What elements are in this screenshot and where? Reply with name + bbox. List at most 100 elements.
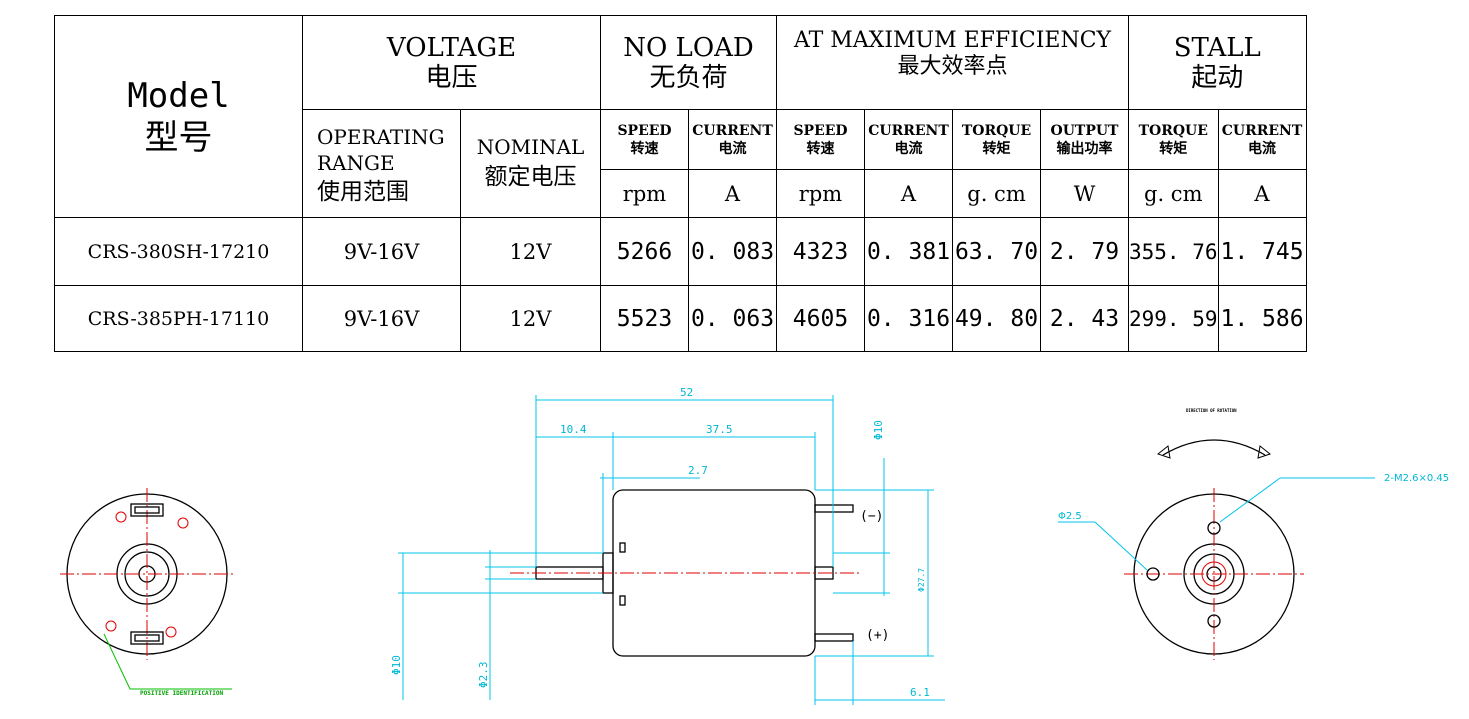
dim-52-label: 52	[680, 386, 693, 399]
unit-me-current: A	[864, 169, 953, 218]
cell-text: 9V-16V	[343, 239, 420, 264]
cell-text: CRS-385PH-17110	[87, 307, 270, 330]
header-st-current: CURRENT 电流	[1217, 109, 1307, 170]
dim-phi10-left-label: Φ10	[390, 655, 403, 675]
rotation-arrow-left	[1156, 445, 1171, 459]
header-me-torque-en: TORQUE	[961, 122, 1032, 139]
cell-text: 0. 316	[866, 305, 951, 332]
row-st-torque: 355. 76	[1128, 217, 1219, 286]
header-stall-cn: 起动	[1191, 62, 1244, 93]
header-operating-en2: RANGE	[317, 150, 395, 175]
header-me-torque-cn: 转矩	[982, 140, 1011, 157]
cell-text: 2. 43	[1049, 305, 1120, 332]
header-me-output: OUTPUT 输出功率	[1040, 109, 1129, 170]
body-slot-bottom	[619, 595, 626, 606]
unit-text: A	[900, 181, 917, 206]
cell-text: 63. 70	[954, 238, 1039, 265]
header-noload-cn: 无负荷	[649, 62, 728, 93]
unit-st-current: A	[1217, 169, 1307, 218]
cell-text: 355. 76	[1129, 239, 1218, 264]
rear-hole-2	[177, 517, 189, 529]
cell-text: 1. 586	[1220, 305, 1304, 332]
rear-hole-4	[165, 626, 177, 638]
row-st-current: 1. 745	[1217, 217, 1307, 286]
output-shaft	[535, 566, 604, 580]
unit-text: rpm	[622, 181, 667, 206]
header-me-speed: SPEED 转速	[776, 109, 865, 170]
terminal-plus-label: (+)	[866, 628, 889, 643]
header-model-en: Model	[127, 75, 230, 116]
header-operating-range: OPERATING RANGE 使用范围	[302, 109, 461, 218]
header-nominal-en: NOMINAL	[476, 134, 585, 159]
mount-hole-top	[1207, 521, 1221, 535]
header-me-current: CURRENT 电流	[864, 109, 953, 170]
thread-leader	[1219, 477, 1281, 523]
dim-phi10-top-label: Φ10	[872, 420, 885, 440]
header-nl-speed-cn: 转速	[630, 140, 659, 157]
header-nl-current-cn: 电流	[718, 140, 747, 157]
unit-text: rpm	[798, 181, 843, 206]
row-nl-current: 0. 063	[688, 285, 777, 352]
header-nominal: NOMINAL 额定电压	[460, 109, 601, 218]
rear-view: POSITIVE IDENTIFICATION	[60, 488, 236, 697]
header-st-torque-en: TORQUE	[1138, 122, 1208, 139]
header-st-torque: TORQUE 转矩	[1128, 109, 1219, 170]
unit-text: A	[724, 181, 741, 206]
row-me-speed: 4605	[776, 285, 865, 352]
header-st-torque-cn: 转矩	[1159, 140, 1188, 157]
spec-table: Model 型号 VOLTAGE 电压 NO LOAD 无负荷 AT MAXIM…	[54, 15, 1307, 352]
table-row: CRS-385PH-17110 9V-16V 12V 5523 0. 063 4…	[54, 285, 1307, 352]
rear-terminal-top-slot	[134, 506, 160, 514]
row-nominal: 12V	[460, 285, 601, 352]
header-nl-speed: SPEED 转速	[600, 109, 689, 170]
unit-nl-speed: rpm	[600, 169, 689, 218]
dim-phi27-7-label: Φ27.7	[917, 568, 926, 592]
front-view: DIRECTION OF ROTATION 2-M2.6×0.45 Φ2.5	[1058, 408, 1449, 660]
header-st-current-en: CURRENT	[1221, 122, 1303, 139]
cell-text: 4323	[792, 238, 849, 265]
rear-bearing-inner	[124, 551, 170, 597]
locating-hole	[1146, 567, 1160, 581]
dim-10-4-label: 10.4	[560, 423, 587, 436]
header-me-speed-cn: 转速	[806, 140, 835, 157]
row-nl-speed: 5266	[600, 217, 689, 286]
thread-spec-label: 2-M2.6×0.45	[1384, 473, 1449, 484]
cell-text: 0. 063	[690, 305, 775, 332]
header-st-current-cn: 电流	[1248, 140, 1277, 157]
header-me-output-en: OUTPUT	[1050, 122, 1119, 139]
header-nominal-cn: 额定电压	[484, 163, 577, 190]
positive-leader-line	[103, 633, 232, 690]
cell-text: 12V	[509, 239, 552, 264]
rear-terminal-bottom	[130, 631, 164, 645]
header-maxeff-cn: 最大效率点	[897, 54, 1008, 79]
positive-identification-label: POSITIVE IDENTIFICATION	[140, 690, 223, 697]
rear-terminal-top	[130, 503, 164, 517]
header-model: Model 型号	[54, 15, 303, 218]
header-nl-current-en: CURRENT	[692, 122, 773, 139]
header-me-torque: TORQUE 转矩	[952, 109, 1041, 170]
side-view: (−) (+) 52 10.4 37.5 2.7 Φ10 Φ27.7 Φ10	[390, 386, 945, 705]
cell-text: 4605	[792, 305, 849, 332]
mount-hole-bottom	[1207, 614, 1221, 628]
cell-text: 9V-16V	[343, 306, 420, 331]
header-stall-en: STALL	[1173, 32, 1261, 63]
terminal-plus	[814, 633, 854, 642]
cell-text: 299. 59	[1129, 306, 1218, 331]
phi2-5-label: Φ2.5	[1058, 511, 1082, 522]
unit-text: A	[1254, 181, 1270, 206]
dim-37-5-label: 37.5	[706, 423, 733, 436]
cell-text: CRS-380SH-17210	[87, 240, 270, 263]
row-operating: 9V-16V	[302, 285, 461, 352]
header-stall: STALL 起动	[1128, 15, 1307, 110]
rotation-arrow-arc	[1162, 439, 1266, 456]
unit-nl-current: A	[688, 169, 777, 218]
row-me-current: 0. 381	[864, 217, 953, 286]
phi2-5-leader	[1094, 521, 1148, 571]
header-noload-en: NO LOAD	[623, 32, 754, 63]
header-maxeff-en: AT MAXIMUM EFFICIENCY	[793, 28, 1112, 53]
row-me-output: 2. 43	[1040, 285, 1129, 352]
rotation-arrow-right	[1257, 445, 1272, 459]
dim-6-1-label: 6.1	[910, 686, 930, 699]
dim-2-7-label: 2.7	[688, 464, 708, 477]
unit-me-torque: g. cm	[952, 169, 1041, 218]
